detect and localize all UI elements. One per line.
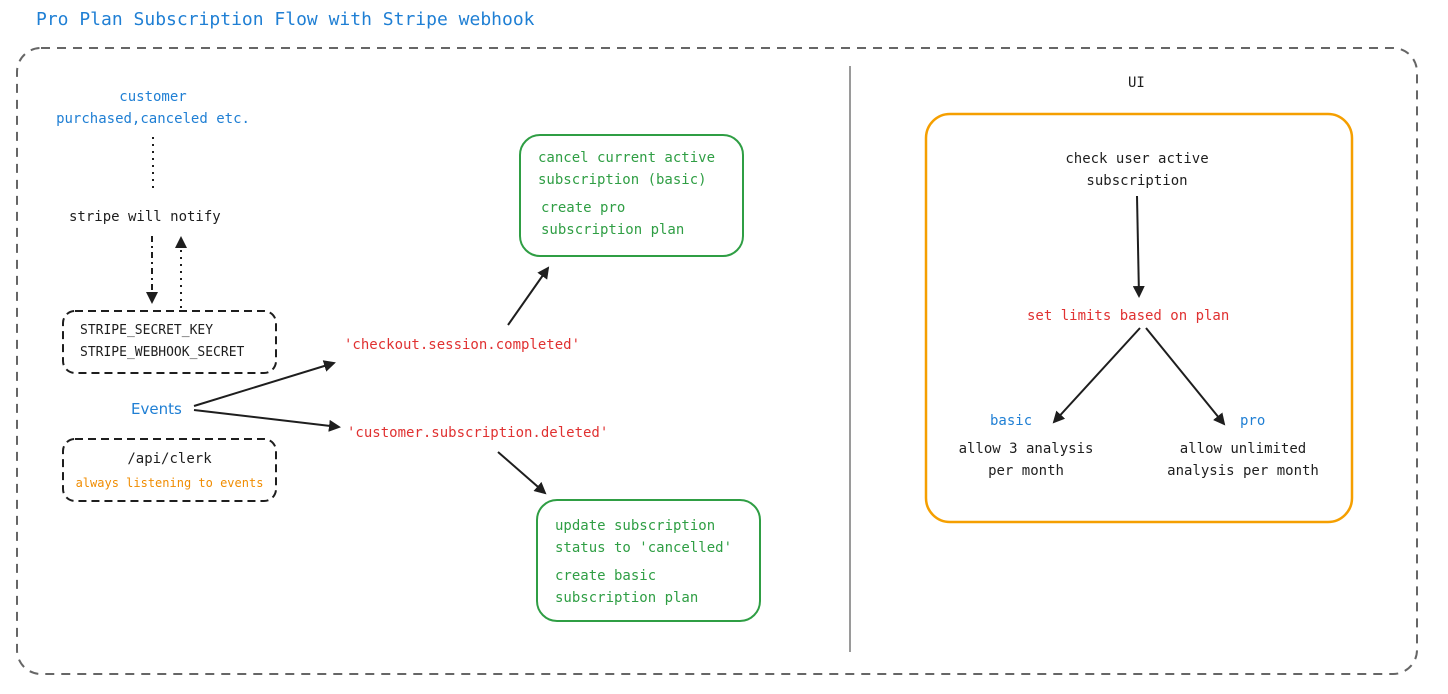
env-secrets-box [62,310,277,374]
ui-section-label: UI [1128,75,1145,91]
plan-basic-line1: allow 3 analysis [958,441,1094,457]
deleted-action-box [536,499,761,622]
api-route-note: always listening to events [75,476,264,490]
env-secret-key: STRIPE_SECRET_KEY [80,323,214,338]
deleted-action-line1: update subscription [555,518,716,534]
check-subscription-line1: check user active [1065,151,1209,167]
outer-frame [16,47,1418,675]
arrow-limits-to-basic [1052,327,1141,424]
checkout-action-line4: subscription plan [541,222,685,238]
arrow-checkout-to-box [507,266,550,326]
deleted-action-line4: subscription plan [555,590,699,606]
event-checkout-completed: 'checkout.session.completed' [344,337,581,353]
plan-pro-line1: allow unlimited [1179,441,1307,457]
arrow-limits-to-pro [1145,327,1226,426]
deleted-action-line2: status to 'cancelled' [555,540,733,556]
api-route-label: /api/clerk [127,451,212,467]
arrow-events-to-deleted [193,409,341,432]
set-limits-label: set limits based on plan [1027,308,1230,324]
plan-basic-label: basic [990,413,1033,429]
checkout-action-line3: create pro [541,200,626,216]
plan-pro-line2: analysis per month [1167,463,1319,479]
api-route-box [62,438,277,502]
check-subscription-line2: subscription [1086,173,1188,189]
stripe-notify-label: stripe will notify [69,209,221,225]
env-webhook-secret: STRIPE_WEBHOOK_SECRET [80,345,245,360]
ui-logic-box [924,112,1354,524]
plan-basic-line2: per month [988,463,1064,479]
plan-pro-label: pro [1240,413,1266,429]
arrow-deleted-to-box [497,451,547,495]
customer-label-line1: customer [119,89,187,105]
arrow-check-to-limits [1132,195,1145,298]
customer-label-line2: purchased,canceled etc. [56,111,250,127]
checkout-action-box [519,134,744,257]
deleted-action-line3: create basic [555,568,657,584]
checkout-action-line2: subscription (basic) [538,172,707,188]
events-label: Events [131,400,182,418]
checkout-action-line1: cancel current active [538,150,716,166]
event-subscription-deleted: 'customer.subscription.deleted' [347,425,609,441]
diagram-title: Pro Plan Subscription Flow with Stripe w… [36,9,535,30]
arrow-events-to-checkout [193,360,336,407]
